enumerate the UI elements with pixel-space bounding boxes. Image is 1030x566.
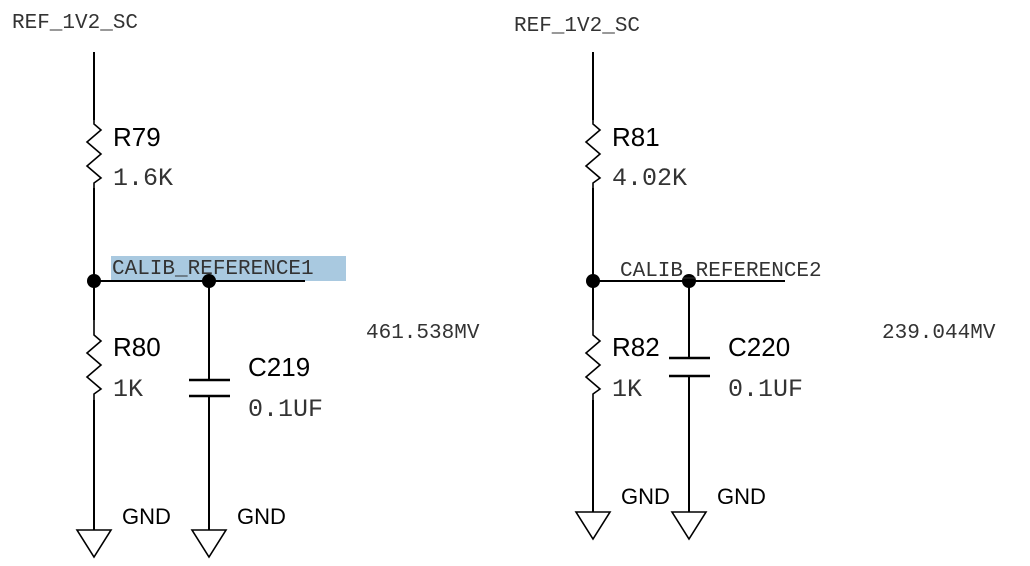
voltage-readout: 461.538MV — [366, 322, 480, 345]
resistor-r80 — [85, 320, 103, 400]
r82-ref: R82 — [612, 332, 660, 362]
junction-dot — [202, 274, 216, 288]
net-label-calib1: CALIB_REFERENCE1 — [112, 258, 314, 281]
ground-icon — [574, 511, 612, 541]
c220-value: 0.1UF — [728, 375, 803, 404]
resistor-r81 — [584, 120, 602, 188]
ground-icon — [75, 529, 113, 559]
c219-ref: C219 — [248, 352, 310, 382]
r80-value: 1K — [113, 375, 143, 404]
ground-icon — [190, 529, 228, 559]
power-net-label: REF_1V2_SC — [12, 12, 138, 35]
junction-dot — [87, 274, 101, 288]
r79-ref: R79 — [113, 122, 161, 152]
net-label-calib2: CALIB_REFERENCE2 — [620, 260, 822, 283]
power-net-label: REF_1V2_SC — [514, 15, 640, 38]
r79-value: 1.6K — [113, 164, 173, 193]
c220-ref: C220 — [728, 332, 790, 362]
r81-value: 4.02K — [612, 164, 687, 193]
r82-value: 1K — [612, 375, 642, 404]
gnd-label: GND — [717, 484, 766, 509]
junction-dot — [586, 274, 600, 288]
left-circuit: REF_1V2_SC R79 1.6K CALIB_REFERENCE1 R80… — [12, 12, 480, 559]
r81-ref: R81 — [612, 122, 660, 152]
c219-value: 0.1UF — [248, 395, 323, 424]
right-circuit: REF_1V2_SC R81 4.02K CALIB_REFERENCE2 R8… — [514, 15, 996, 541]
r80-ref: R80 — [113, 332, 161, 362]
voltage-readout: 239.044MV — [882, 322, 996, 345]
ground-icon — [670, 511, 708, 541]
gnd-label: GND — [122, 504, 171, 529]
resistor-r79 — [85, 120, 103, 188]
net-label-highlight — [111, 256, 346, 281]
gnd-label: GND — [621, 484, 670, 509]
resistor-r82 — [584, 320, 602, 400]
junction-dot — [682, 274, 696, 288]
gnd-label: GND — [237, 504, 286, 529]
